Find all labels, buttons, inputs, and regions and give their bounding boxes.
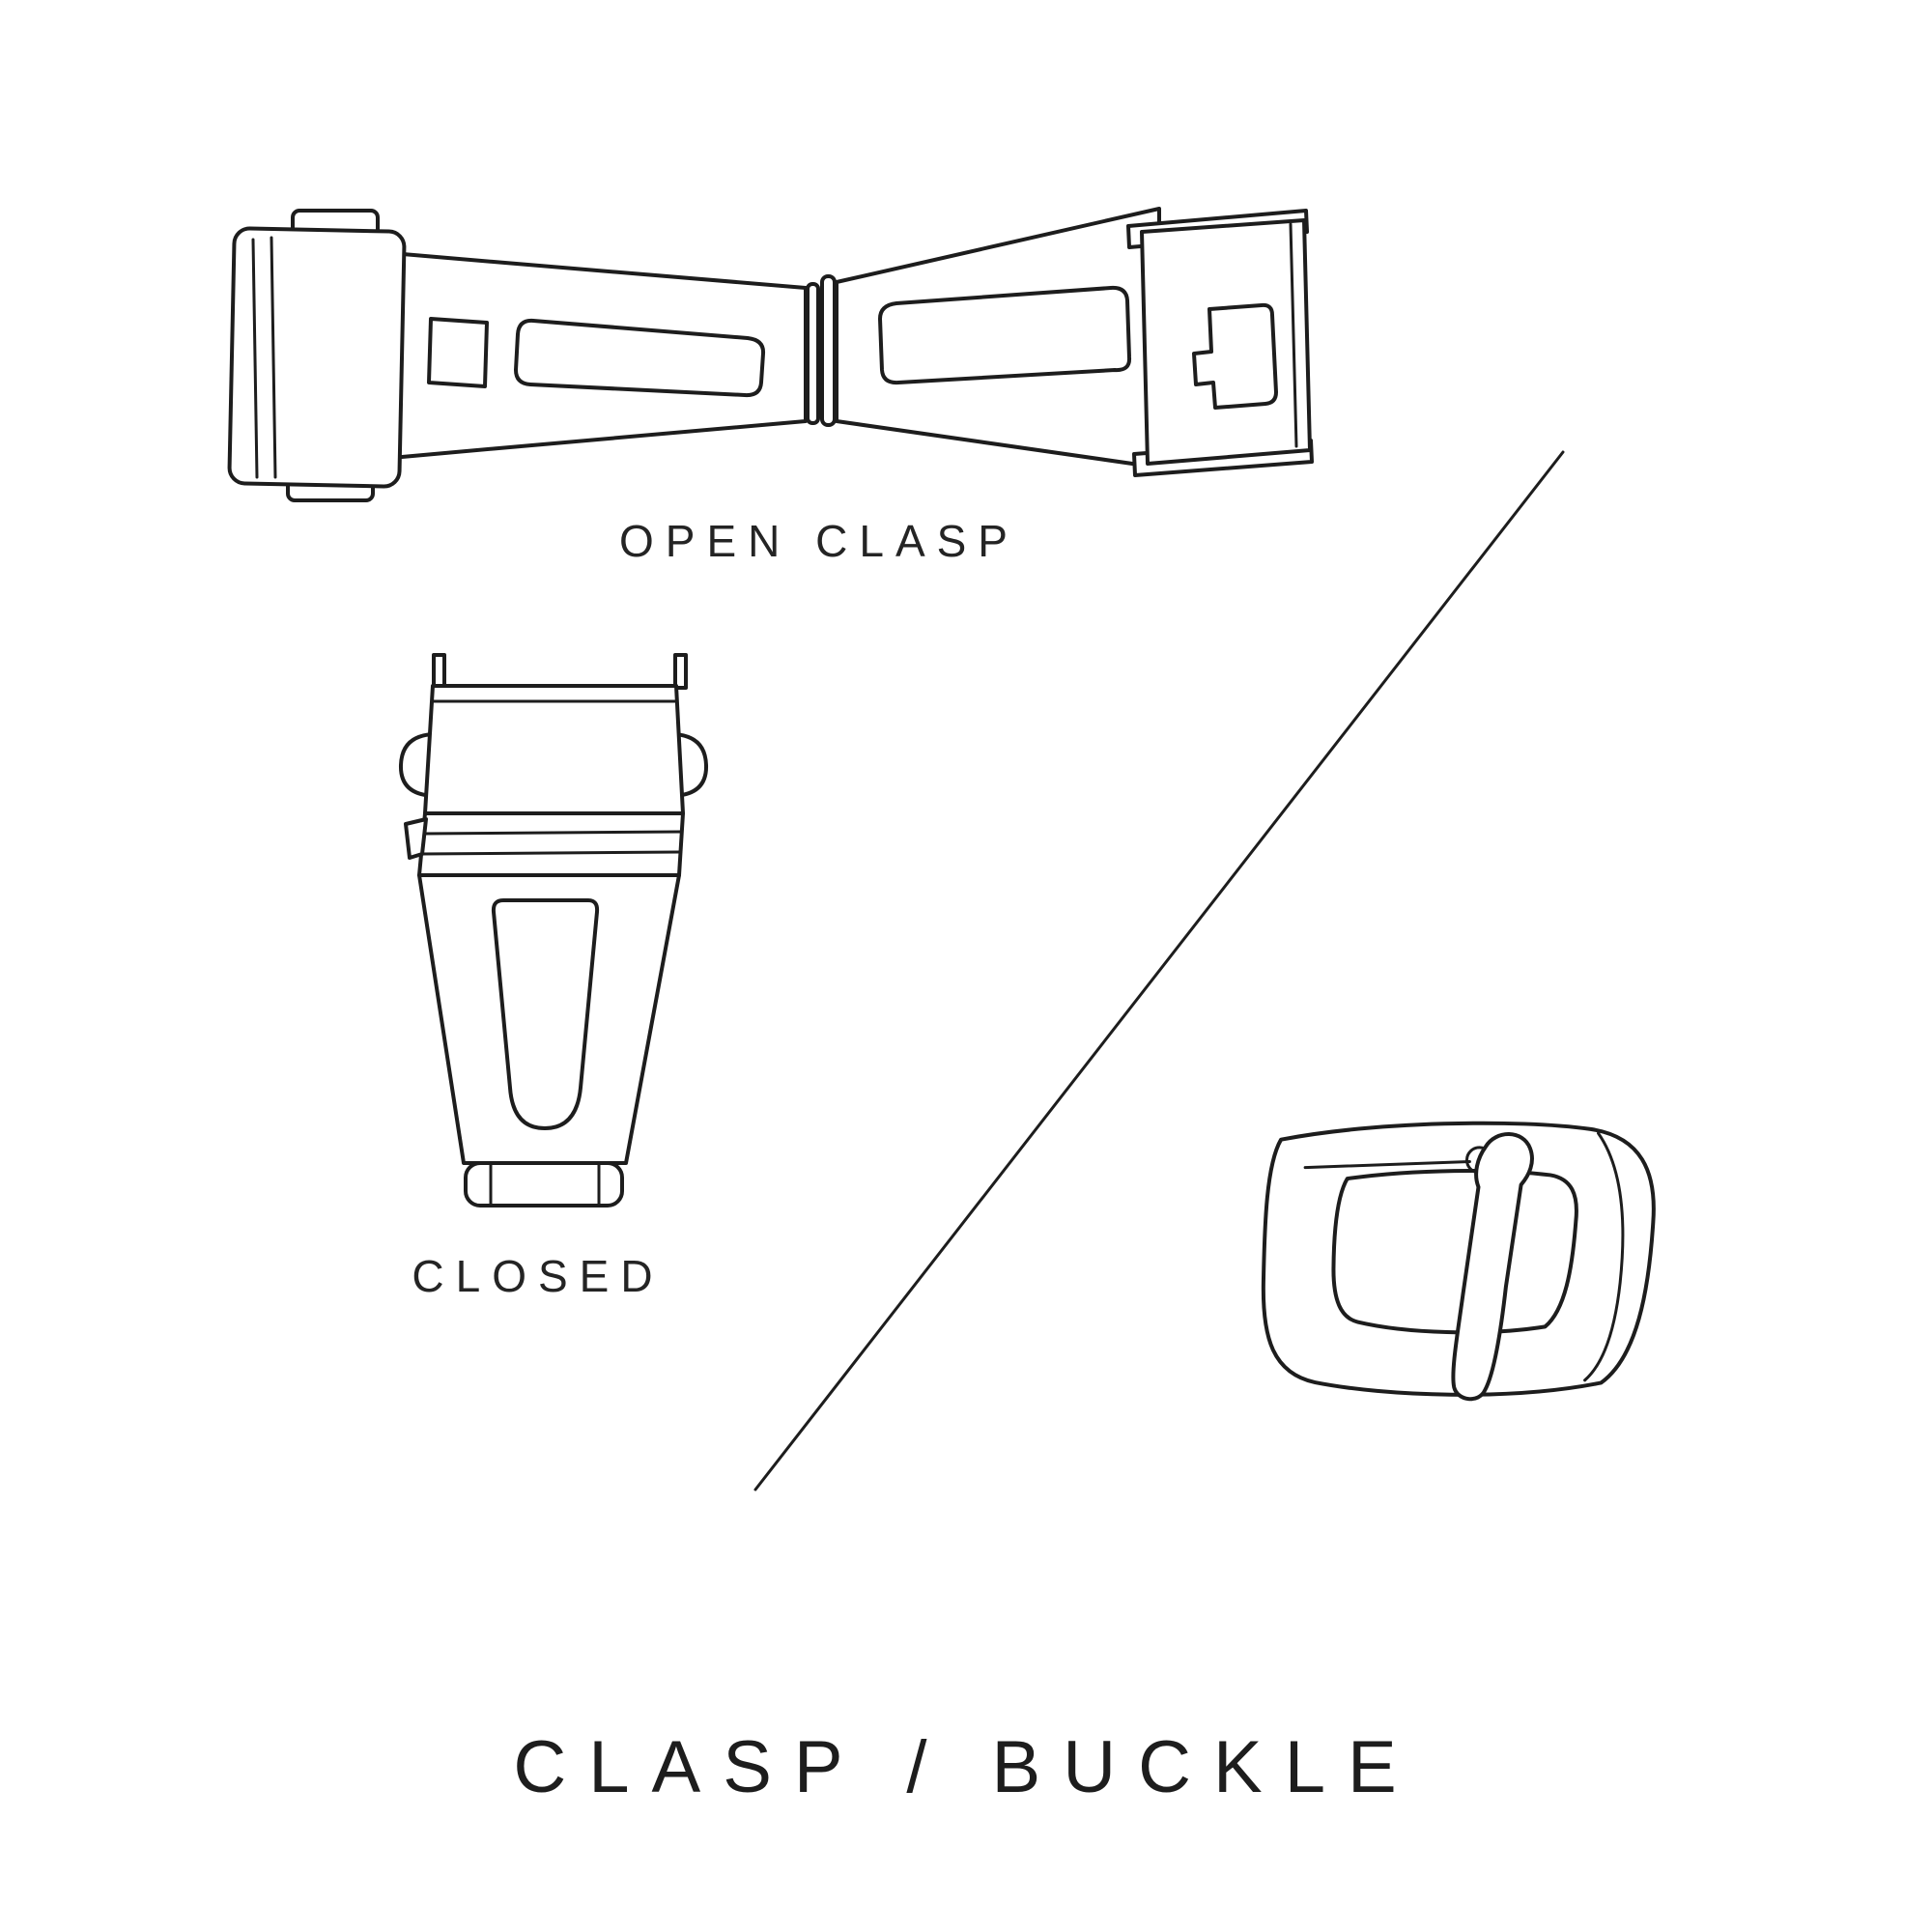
closed-clasp-hinge-band (417, 811, 685, 877)
open-clasp-catch-hook (1192, 302, 1278, 410)
open-clasp-illustration (227, 207, 1314, 502)
open-clasp-left-arm-inner-outline (514, 318, 766, 398)
closed-clasp-inner-outline (491, 898, 600, 1130)
open-clasp-hinge-bar-left (806, 282, 820, 425)
open-clasp-right-arm (835, 207, 1161, 469)
closed-clasp-hinge-line-2 (419, 850, 682, 856)
page-title: CLASP / BUCKLE (513, 1726, 1419, 1808)
closed-clasp-ear-left (398, 732, 435, 798)
open-clasp-left-end-fold-line-1 (251, 238, 259, 479)
buckle-illustration (1261, 1121, 1656, 1402)
open-clasp-left-arm (389, 251, 808, 460)
buckle-pin (1303, 1160, 1471, 1170)
open-clasp-label: OPEN CLASP (619, 516, 1019, 566)
open-clasp-hinge-bar-right (820, 274, 837, 427)
buckle-inner-opening (1331, 1168, 1578, 1335)
open-clasp-right-arm-inner-outline (878, 285, 1132, 385)
closed-clasp-label: CLOSED (412, 1251, 665, 1301)
buckle-prong (1451, 1132, 1534, 1402)
closed-clasp-foot (464, 1161, 624, 1208)
closed-clasp-hinge-tab (404, 817, 428, 860)
diagonal-divider (753, 450, 1565, 1492)
open-clasp-left-arm-notch (427, 317, 489, 388)
open-clasp-left-end-fold-line-2 (270, 236, 277, 479)
closed-clasp-prong-right (673, 653, 688, 690)
buckle-right-thickness-line (1583, 1131, 1625, 1382)
open-clasp-right-end-edge-line (1289, 222, 1298, 448)
closed-clasp-prong-left (432, 653, 446, 690)
closed-clasp-hinge-line-1 (421, 830, 684, 836)
closed-clasp-top-box (423, 684, 685, 815)
closed-clasp-lower-body (417, 873, 681, 1165)
closed-clasp-illustration (398, 653, 709, 1208)
